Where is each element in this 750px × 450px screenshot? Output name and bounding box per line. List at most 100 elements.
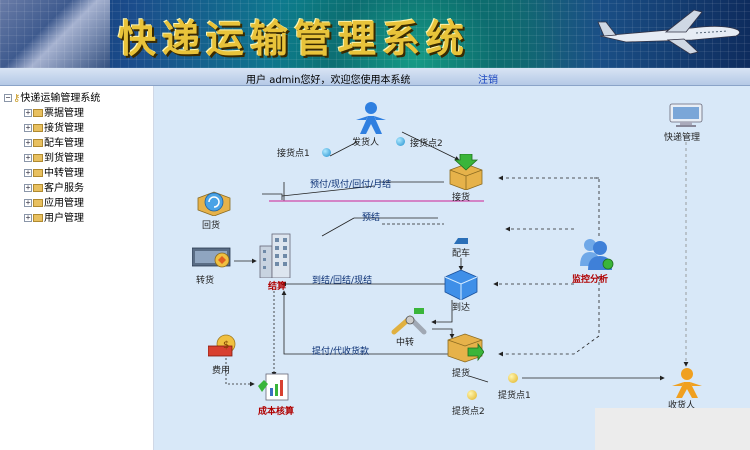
transfer-goods-node[interactable] xyxy=(191,246,234,275)
workflow-diagram: 发货人 接货点1 接货点2 接货 回货 转货 xyxy=(154,86,750,450)
person-icon xyxy=(672,368,702,398)
delivery-point-1-icon[interactable] xyxy=(508,373,518,383)
folder-icon xyxy=(33,169,43,177)
tree-root[interactable]: −⚷快递运输管理系统 xyxy=(4,89,100,104)
receive-node[interactable] xyxy=(446,153,486,193)
box-delivery-icon xyxy=(447,333,485,363)
svg-text:$: $ xyxy=(223,340,229,351)
vehicle-node[interactable] xyxy=(454,238,468,249)
globe-graphic xyxy=(250,0,580,68)
sidebar-item-label: 票据管理 xyxy=(44,108,84,119)
sidebar-item-label: 中转管理 xyxy=(44,168,84,179)
report-icon xyxy=(258,373,289,401)
collapse-icon[interactable]: − xyxy=(4,93,12,102)
folder-icon xyxy=(33,184,43,192)
sidebar-item-vehicles[interactable]: + 配车管理 xyxy=(24,134,84,149)
receiver-node[interactable] xyxy=(670,366,704,403)
sidebar-item-label: 到货管理 xyxy=(44,153,84,164)
return-goods-label: 回货 xyxy=(202,221,221,231)
greeting-text: 您好，欢迎您使用本系统 xyxy=(300,75,411,86)
delivery-label: 提货 xyxy=(452,369,471,379)
folder-icon xyxy=(33,109,43,117)
header-banner: 快递运输管理系统 xyxy=(0,0,750,68)
key-icon: ⚷ xyxy=(13,92,21,104)
sidebar-item-label: 配车管理 xyxy=(44,138,84,149)
sidebar-item-applications[interactable]: + 应用管理 xyxy=(24,194,84,209)
monitor-label: 监控分析 xyxy=(572,275,609,285)
expand-icon[interactable]: + xyxy=(24,213,32,222)
user-bar: 用户 admin您好，欢迎您使用本系统 注销 xyxy=(0,68,750,86)
transfer-icon xyxy=(191,247,231,268)
pickup-point-1-icon[interactable] xyxy=(322,148,331,157)
delivery-point-1-label: 提货点1 xyxy=(498,391,531,401)
diagram-connectors xyxy=(225,131,689,387)
pickup-point-1-label: 接货点1 xyxy=(277,149,310,159)
settlement-node[interactable] xyxy=(258,232,294,281)
expand-icon[interactable]: + xyxy=(24,138,32,147)
app-title: 快递运输管理系统 xyxy=(118,16,471,61)
settlement-label: 结算 xyxy=(268,282,287,292)
sidebar-item-transit[interactable]: + 中转管理 xyxy=(24,164,84,179)
expand-icon[interactable]: + xyxy=(24,168,32,177)
sidebar-item-label: 应用管理 xyxy=(44,198,84,209)
receive-label: 接货 xyxy=(452,193,471,203)
cost-node[interactable]: $ xyxy=(207,334,240,365)
edge-label-delivery-settle: 提付/代收货款 xyxy=(312,347,370,357)
sidebar-item-tickets[interactable]: + 票据管理 xyxy=(24,104,84,119)
folder-icon xyxy=(33,154,43,162)
expand-icon[interactable]: + xyxy=(24,108,32,117)
edge-label-prepay: 预付/现付/回付/月结 xyxy=(310,180,392,190)
return-goods-node[interactable] xyxy=(196,186,232,219)
box-download-icon xyxy=(449,153,483,191)
pickup-point-2-label: 接货点2 xyxy=(410,139,443,149)
folder-icon xyxy=(33,139,43,147)
folder-icon xyxy=(33,124,43,132)
express-mgmt-node[interactable] xyxy=(668,100,704,131)
user-label: 用户 xyxy=(246,75,266,86)
transit-label: 中转 xyxy=(396,338,415,348)
edge-label-prestage: 预结 xyxy=(362,213,381,223)
expand-icon[interactable]: + xyxy=(24,183,32,192)
vehicle-icon xyxy=(454,238,468,244)
person-icon xyxy=(356,102,386,134)
airplane-icon xyxy=(597,9,740,55)
sidebar-item-users[interactable]: + 用户管理 xyxy=(24,209,84,224)
receiver-label: 收货人 xyxy=(668,401,696,411)
folder-icon xyxy=(33,199,43,207)
arrival-node[interactable] xyxy=(444,269,478,303)
delivery-node[interactable] xyxy=(446,330,485,367)
box-return-icon xyxy=(197,191,231,217)
expand-icon[interactable]: + xyxy=(24,198,32,207)
banner-photo xyxy=(0,0,110,68)
expand-icon[interactable]: + xyxy=(24,123,32,132)
pickup-point-2-icon[interactable] xyxy=(396,137,405,146)
transit-node[interactable] xyxy=(390,306,430,339)
transit-tools-icon xyxy=(391,308,427,335)
sender-label: 发货人 xyxy=(352,138,380,148)
sidebar-item-customer-service[interactable]: + 客户服务 xyxy=(24,179,84,194)
sidebar-item-label: 接货管理 xyxy=(44,123,84,134)
monitor-node[interactable] xyxy=(578,236,614,273)
logout-link[interactable]: 注销 xyxy=(478,75,498,86)
cost-label: 费用 xyxy=(212,366,231,376)
express-mgmt-label: 快递管理 xyxy=(664,133,701,143)
users-icon xyxy=(580,239,614,270)
delivery-point-2-label: 提货点2 xyxy=(452,407,485,417)
sidebar-item-label: 用户管理 xyxy=(44,213,84,224)
sidebar-item-receiving[interactable]: + 接货管理 xyxy=(24,119,84,134)
computer-icon xyxy=(669,103,703,127)
sender-node[interactable] xyxy=(354,100,388,139)
money-icon: $ xyxy=(207,334,236,357)
expand-icon[interactable]: + xyxy=(24,153,32,162)
welcome-text: 用户 admin您好，欢迎您使用本系统 xyxy=(246,71,411,86)
corner-block xyxy=(595,408,750,450)
folder-icon xyxy=(33,214,43,222)
cost-accounting-label: 成本核算 xyxy=(258,407,295,417)
tree-root-label: 快递运输管理系统 xyxy=(20,93,101,104)
sidebar-item-arrivals[interactable]: + 到货管理 xyxy=(24,149,84,164)
sidebar-item-label: 客户服务 xyxy=(44,183,84,194)
delivery-point-2-icon[interactable] xyxy=(467,390,477,400)
arrival-label: 到达 xyxy=(452,303,471,313)
cube-icon xyxy=(444,269,478,301)
cost-accounting-node[interactable] xyxy=(256,372,292,405)
